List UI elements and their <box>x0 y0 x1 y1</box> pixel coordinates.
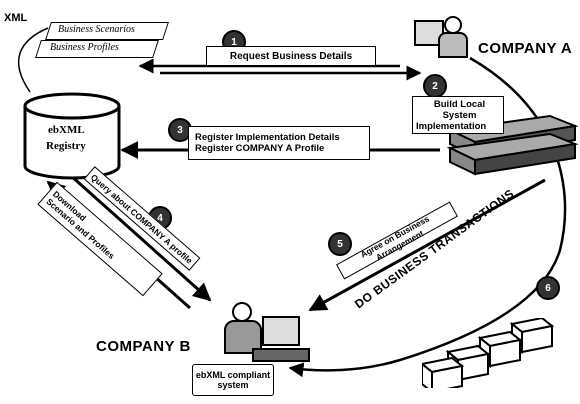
company-b-label: COMPANY B <box>96 338 191 355</box>
ebxml-compliant-line1: ebXML compliant <box>196 370 270 380</box>
step-badge-6: 6 <box>536 276 560 300</box>
register-details-box: Register Implementation Details Register… <box>188 126 370 160</box>
step-badge-2-number: 2 <box>432 81 438 92</box>
build-local-system-line1: Build Local System <box>416 99 503 121</box>
step-badge-6-number: 6 <box>545 283 551 294</box>
business-documents: Business Scenarios Business Profiles <box>38 22 168 64</box>
company-b-person-icon <box>218 300 308 362</box>
build-local-system-box: Build Local System Implementation <box>412 96 504 134</box>
transaction-boxes-icon <box>422 318 562 388</box>
business-scenarios-label: Business Scenarios <box>58 24 135 35</box>
step-badge-5: 5 <box>328 232 352 256</box>
company-a-label: COMPANY A <box>478 40 572 57</box>
register-details-line2: Register COMPANY A Profile <box>195 143 324 154</box>
registry-cylinder <box>22 92 122 182</box>
request-business-details-box: Request Business Details <box>206 46 376 66</box>
ebxml-compliant-system-box: ebXML compliant system <box>192 364 274 396</box>
step-badge-5-number: 5 <box>337 239 343 250</box>
step-badge-3-number: 3 <box>177 125 183 136</box>
request-business-details-label: Request Business Details <box>230 51 352 62</box>
registry-label-line1: ebXML <box>48 124 85 136</box>
registry-label-line2: Registry <box>46 140 86 152</box>
company-a-workstation-icon <box>408 14 468 56</box>
register-details-line1: Register Implementation Details <box>195 132 340 143</box>
business-profiles-label: Business Profiles <box>50 42 119 53</box>
step-badge-2: 2 <box>423 74 447 98</box>
build-local-system-line2: Implementation <box>416 121 486 132</box>
xml-label: XML <box>4 12 27 24</box>
ebxml-compliant-line2: system <box>217 380 248 390</box>
